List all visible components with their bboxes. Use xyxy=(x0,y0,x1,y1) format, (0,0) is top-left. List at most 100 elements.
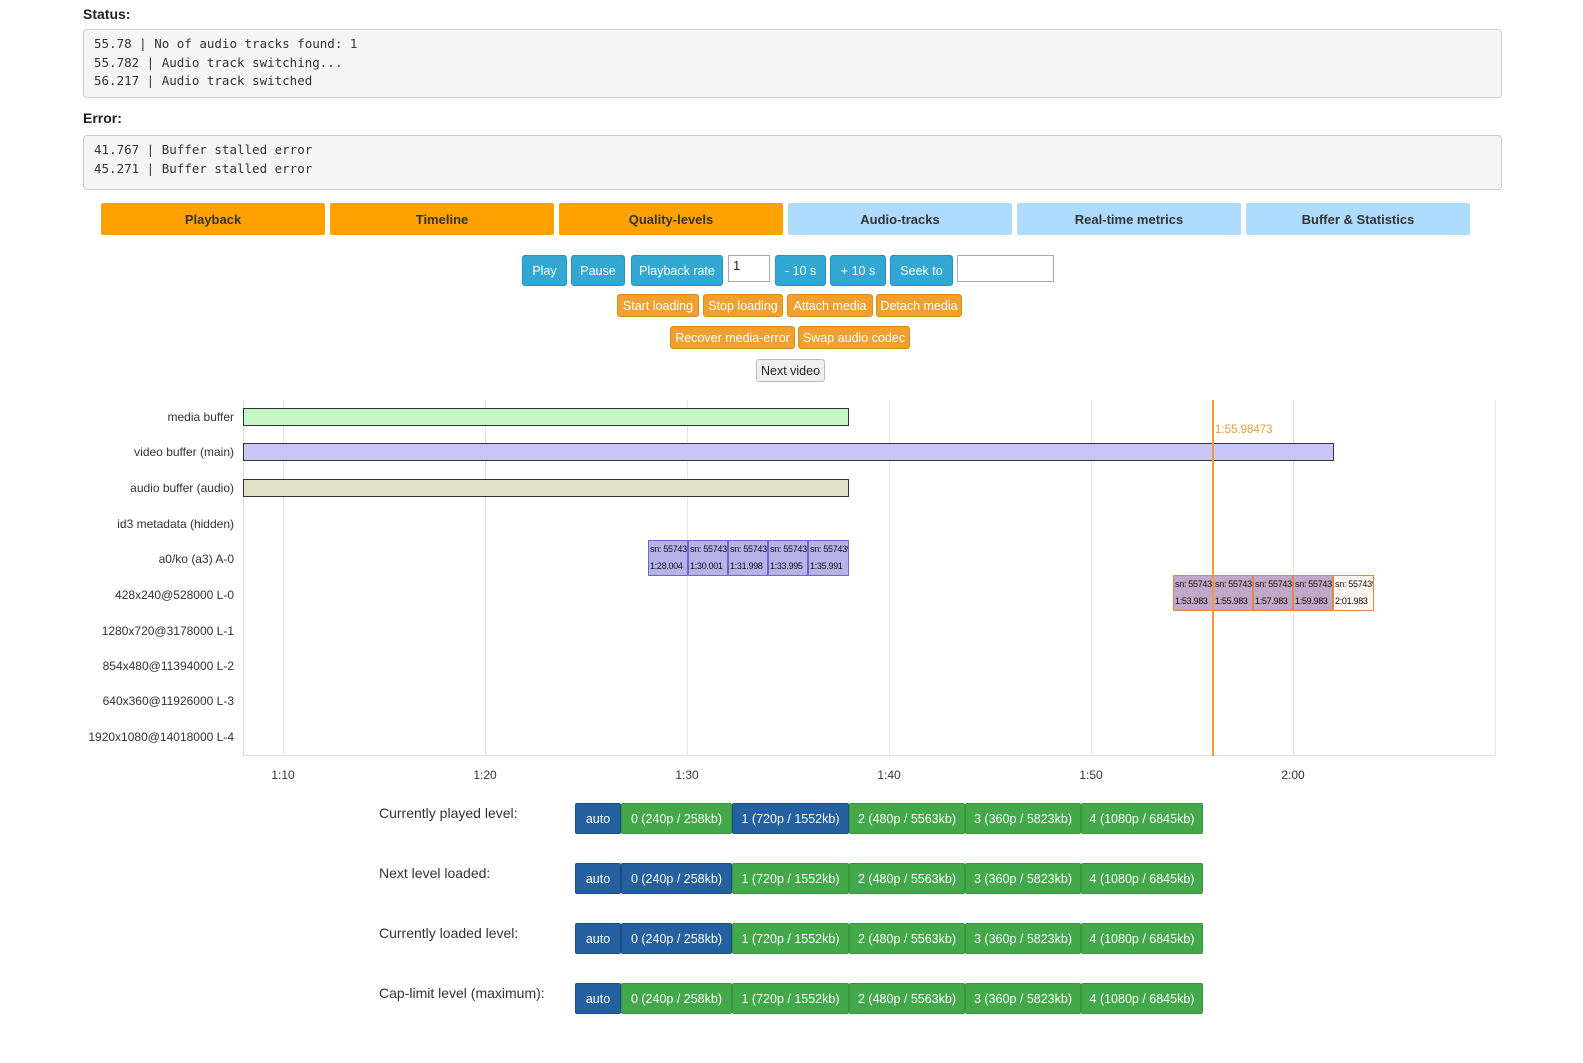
fragment-sn: sn: 557438 xyxy=(770,544,808,554)
level-option-button[interactable]: 0 (240p / 258kb) xyxy=(621,923,732,954)
fragment-sn: sn: 557435 xyxy=(1175,579,1213,589)
status-log: 55.78 | No of audio tracks found: 1 55.7… xyxy=(83,29,1502,98)
axis-tick-label: 1:40 xyxy=(877,768,901,782)
grid-line xyxy=(1495,400,1496,756)
status-label: Status: xyxy=(83,6,131,22)
level-option-button[interactable]: 1 (720p / 1552kb) xyxy=(732,863,849,894)
axis-tick-label: 2:00 xyxy=(1281,768,1305,782)
row-label: id3 metadata (hidden) xyxy=(117,517,234,531)
error-log: 41.767 | Buffer stalled error 45.271 | B… xyxy=(83,135,1502,190)
timeline-left-axis xyxy=(243,400,244,756)
playback-rate-input[interactable]: 1 xyxy=(728,255,770,282)
grid-line xyxy=(1091,400,1092,756)
level-option-button[interactable]: 4 (1080p / 6845kb) xyxy=(1081,983,1203,1014)
stop-loading-button[interactable]: Stop loading xyxy=(703,294,783,317)
level-row-label: Cap-limit level (maximum): xyxy=(379,985,545,1001)
level-option-button[interactable]: 2 (480p / 5563kb) xyxy=(849,803,965,834)
pause-button[interactable]: Pause xyxy=(571,255,625,286)
row-label: audio buffer (audio) xyxy=(130,481,234,495)
level-option-button[interactable]: 3 (360p / 5823kb) xyxy=(965,803,1081,834)
error-line: 41.767 | Buffer stalled error xyxy=(94,142,313,157)
level-option-button[interactable]: 2 (480p / 5563kb) xyxy=(849,923,965,954)
level-option-button[interactable]: 4 (1080p / 6845kb) xyxy=(1081,923,1203,954)
level-option-button[interactable]: 1 (720p / 1552kb) xyxy=(732,803,849,834)
fragment-sn: sn: 557435 xyxy=(650,544,688,554)
row-label: 640x360@11926000 L-3 xyxy=(102,694,234,708)
playback-rate-button[interactable]: Playback rate xyxy=(631,255,723,286)
start-loading-button[interactable]: Start loading xyxy=(617,294,699,317)
tab-quality-levels[interactable]: Quality-levels xyxy=(559,203,783,235)
seek-to-button[interactable]: Seek to xyxy=(890,255,953,286)
grid-line xyxy=(485,400,486,756)
audio-fragment: sn: 557439 1:35.991 xyxy=(808,540,849,576)
tab-audio-tracks[interactable]: Audio-tracks xyxy=(788,203,1012,235)
level-option-button[interactable]: 0 (240p / 258kb) xyxy=(621,863,732,894)
grid-line xyxy=(283,400,284,756)
fragment-time: 1:28.004 xyxy=(650,561,683,571)
level-option-button[interactable]: 4 (1080p / 6845kb) xyxy=(1081,803,1203,834)
seek-to-input[interactable] xyxy=(957,255,1054,282)
next-video-button[interactable]: Next video xyxy=(756,359,825,382)
detach-media-button[interactable]: Detach media xyxy=(876,294,962,317)
fragment-time: 1:35.991 xyxy=(810,561,843,571)
media-buffer-bar xyxy=(243,408,849,426)
tab-buffer-statistics[interactable]: Buffer & Statistics xyxy=(1246,203,1470,235)
row-label: a0/ko (a3) A-0 xyxy=(158,552,234,566)
fragment-time: 2:01.983 xyxy=(1335,596,1368,606)
error-line: 45.271 | Buffer stalled error xyxy=(94,160,313,176)
row-label: 1920x1080@14018000 L-4 xyxy=(88,730,234,744)
level-auto-button[interactable]: auto xyxy=(575,863,621,894)
video-fragment: sn: 557439 2:01.983 xyxy=(1333,575,1374,611)
level-option-button[interactable]: 0 (240p / 258kb) xyxy=(621,983,732,1014)
fragment-sn: sn: 557439 xyxy=(1335,579,1374,589)
tab-real-time-metrics[interactable]: Real-time metrics xyxy=(1017,203,1241,235)
fragment-sn: sn: 557436 xyxy=(1215,579,1253,589)
level-option-button[interactable]: 2 (480p / 5563kb) xyxy=(849,983,965,1014)
fragment-time: 1:59.983 xyxy=(1295,596,1328,606)
audio-fragment: sn: 557435 1:28.004 xyxy=(648,540,688,576)
fragment-sn: sn: 557438 xyxy=(1295,579,1333,589)
axis-tick-label: 1:10 xyxy=(271,768,295,782)
tab-timeline[interactable]: Timeline xyxy=(330,203,554,235)
grid-line xyxy=(687,400,688,756)
axis-tick-label: 1:30 xyxy=(675,768,699,782)
level-option-button[interactable]: 3 (360p / 5823kb) xyxy=(965,923,1081,954)
level-auto-button[interactable]: auto xyxy=(575,803,621,834)
forward-10s-button[interactable]: + 10 s xyxy=(830,255,886,286)
status-line: 55.78 | No of audio tracks found: 1 xyxy=(94,36,358,51)
tab-playback[interactable]: Playback xyxy=(101,203,325,235)
fragment-sn: sn: 557437 xyxy=(1255,579,1293,589)
swap-audio-codec-button[interactable]: Swap audio codec xyxy=(798,326,910,349)
level-option-button[interactable]: 0 (240p / 258kb) xyxy=(621,803,732,834)
level-option-button[interactable]: 4 (1080p / 6845kb) xyxy=(1081,863,1203,894)
row-label: video buffer (main) xyxy=(134,445,234,459)
axis-tick-label: 1:20 xyxy=(473,768,497,782)
status-line: 56.217 | Audio track switched xyxy=(94,73,313,88)
row-label: media buffer xyxy=(167,410,235,424)
level-option-button[interactable]: 2 (480p / 5563kb) xyxy=(849,863,965,894)
fragment-time: 1:55.983 xyxy=(1215,596,1248,606)
video-fragment: sn: 557436 1:55.983 xyxy=(1213,575,1253,611)
level-option-button[interactable]: 1 (720p / 1552kb) xyxy=(732,923,849,954)
level-option-button[interactable]: 1 (720p / 1552kb) xyxy=(732,983,849,1014)
recover-media-error-button[interactable]: Recover media-error xyxy=(670,326,795,349)
fragment-sn: sn: 557437 xyxy=(730,544,768,554)
attach-media-button[interactable]: Attach media xyxy=(787,294,873,317)
level-auto-button[interactable]: auto xyxy=(575,983,621,1014)
level-option-button[interactable]: 3 (360p / 5823kb) xyxy=(965,983,1081,1014)
playhead-label: 1:55.98473 xyxy=(1215,424,1273,436)
status-line: 55.782 | Audio track switching... xyxy=(94,54,343,70)
back-10s-button[interactable]: - 10 s xyxy=(775,255,826,286)
level-auto-button[interactable]: auto xyxy=(575,923,621,954)
video-buffer-bar xyxy=(243,443,1334,461)
error-label: Error: xyxy=(83,110,122,126)
play-button[interactable]: Play xyxy=(522,255,567,286)
fragment-time: 1:30.001 xyxy=(690,561,723,571)
level-option-button[interactable]: 3 (360p / 5823kb) xyxy=(965,863,1081,894)
row-label: 854x480@11394000 L-2 xyxy=(102,659,234,673)
fragment-sn: sn: 557439 xyxy=(810,544,849,554)
